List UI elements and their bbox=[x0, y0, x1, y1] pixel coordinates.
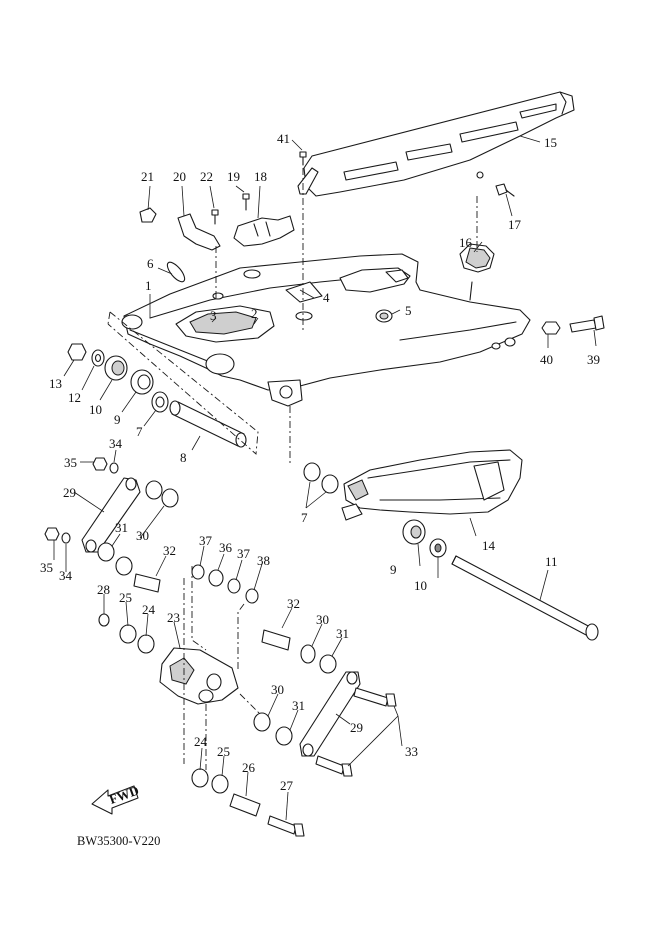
callout-27: 27 bbox=[280, 778, 294, 793]
callout-29b: 29 bbox=[350, 720, 363, 735]
callout-labels: 41 15 17 21 20 22 19 18 16 6 4 5 1 3 2 4… bbox=[40, 131, 600, 793]
callout-30b: 30 bbox=[316, 612, 329, 627]
bracket-16 bbox=[459, 243, 495, 273]
connecting-rod-29b bbox=[253, 671, 397, 777]
callout-6: 6 bbox=[147, 256, 154, 271]
callout-31c: 31 bbox=[292, 698, 305, 713]
callout-24b: 24 bbox=[194, 734, 208, 749]
callout-14: 14 bbox=[482, 538, 496, 553]
screw-41 bbox=[299, 151, 307, 166]
bolt-17 bbox=[495, 183, 515, 197]
callout-10b: 10 bbox=[414, 578, 427, 593]
callout-16: 16 bbox=[459, 235, 473, 250]
connecting-rod-29a bbox=[44, 457, 179, 576]
callout-37a: 37 bbox=[199, 533, 213, 548]
callout-10a: 10 bbox=[89, 402, 102, 417]
callout-2: 2 bbox=[251, 306, 258, 321]
callout-4: 4 bbox=[323, 290, 330, 305]
callout-34a: 34 bbox=[109, 436, 123, 451]
callout-8: 8 bbox=[180, 450, 187, 465]
chain-case-14 bbox=[341, 449, 523, 521]
callout-32b: 32 bbox=[287, 596, 300, 611]
callout-15: 15 bbox=[544, 135, 557, 150]
chain-guard bbox=[297, 91, 575, 197]
callout-26: 26 bbox=[242, 760, 256, 775]
callout-30c: 30 bbox=[271, 682, 284, 697]
callout-39: 39 bbox=[587, 352, 600, 367]
callout-35a: 35 bbox=[64, 455, 77, 470]
callout-9a: 9 bbox=[114, 412, 121, 427]
callout-37b: 37 bbox=[237, 546, 251, 561]
callout-34b: 34 bbox=[59, 568, 73, 583]
callout-18: 18 bbox=[254, 169, 267, 184]
callout-22: 22 bbox=[200, 169, 213, 184]
callout-28: 28 bbox=[97, 582, 110, 597]
callout-41: 41 bbox=[277, 131, 290, 146]
callout-38: 38 bbox=[257, 553, 270, 568]
callout-5: 5 bbox=[405, 303, 412, 318]
brackets-upper bbox=[139, 193, 295, 251]
callout-29a: 29 bbox=[63, 485, 76, 500]
callout-13: 13 bbox=[49, 376, 62, 391]
callout-31b: 31 bbox=[336, 626, 349, 641]
callout-30a: 30 bbox=[136, 528, 149, 543]
callout-36: 36 bbox=[219, 540, 233, 555]
alignment-lines bbox=[107, 168, 478, 770]
callout-31a: 31 bbox=[115, 520, 128, 535]
callout-25b: 25 bbox=[217, 744, 230, 759]
callout-11: 11 bbox=[545, 554, 558, 569]
callout-20: 20 bbox=[173, 169, 186, 184]
callout-24a: 24 bbox=[142, 602, 156, 617]
leader-lines bbox=[53, 135, 597, 821]
pad-6 bbox=[166, 261, 186, 283]
callout-7b: 7 bbox=[301, 510, 308, 525]
callout-19: 19 bbox=[227, 169, 240, 184]
callout-12: 12 bbox=[68, 390, 81, 405]
callout-40: 40 bbox=[540, 352, 553, 367]
callout-32a: 32 bbox=[163, 543, 176, 558]
collars-middle bbox=[98, 564, 337, 674]
callout-17: 17 bbox=[508, 217, 522, 232]
callout-9b: 9 bbox=[390, 562, 397, 577]
swingarm bbox=[121, 253, 531, 407]
callout-33: 33 bbox=[405, 744, 418, 759]
callout-21: 21 bbox=[141, 169, 154, 184]
drawing-code: BW35300-V220 bbox=[77, 834, 160, 848]
callout-7a: 7 bbox=[136, 424, 143, 439]
bolt-39 bbox=[541, 315, 605, 335]
pivot-collar-8 bbox=[169, 400, 247, 448]
callout-25a: 25 bbox=[119, 590, 132, 605]
relay-arm-23 bbox=[159, 647, 239, 705]
callout-1: 1 bbox=[145, 278, 152, 293]
fwd-arrow-icon: FWD bbox=[91, 783, 141, 815]
callout-3: 3 bbox=[210, 308, 217, 323]
bearing-stack-left bbox=[67, 343, 447, 558]
axle-11 bbox=[451, 555, 599, 641]
lower-parts bbox=[191, 768, 305, 837]
callout-23: 23 bbox=[167, 610, 180, 625]
callout-35b: 35 bbox=[40, 560, 53, 575]
